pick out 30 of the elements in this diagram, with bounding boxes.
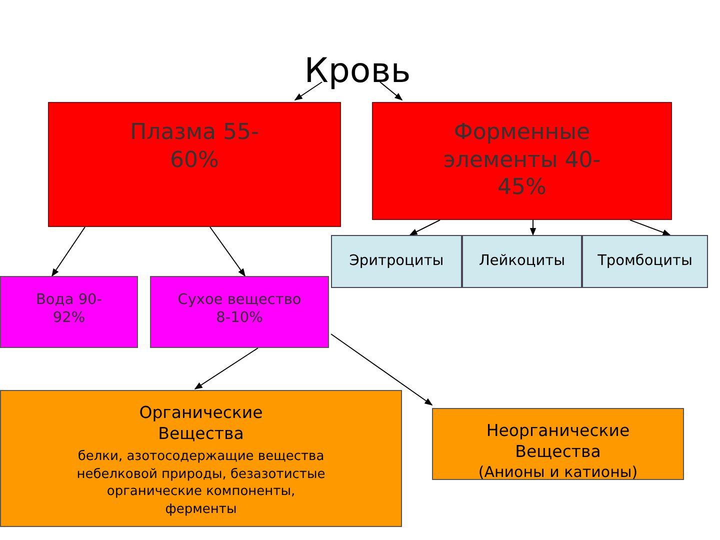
box-label: Эритроциты [348,252,445,270]
arrow [52,226,86,277]
arrow [409,220,440,236]
box-description: (Анионы и катионы) [477,462,639,482]
category-box [372,102,672,220]
component-box [0,276,138,348]
box-label: Лейкоциты [478,252,566,270]
substance-box [0,390,402,527]
arrow [294,82,322,100]
box-description: белки, азотосодержащие вещества небелковой природы, безазотистые органические компоненты, ферменты [76,448,326,518]
box-label: Органические Вещества [138,403,264,444]
arrow [630,220,671,236]
box-label: Тромбоциты [596,252,694,270]
arrow [380,82,403,100]
component-box [150,276,329,348]
box-label: Вода 90-92% [34,291,104,328]
box-label: Неорганические Вещества [485,421,631,462]
arrow [210,226,246,277]
arrow [530,220,536,236]
title-text: Кровь [303,50,412,92]
box-label: Сухое вещество 8-10% [176,291,302,328]
cell-type-box [582,235,708,288]
arrow [330,334,433,406]
substance-box [432,408,684,480]
box-label: Плазма 55-60% [130,119,260,174]
cell-type-box [331,235,462,288]
category-box [48,102,341,227]
arrow [194,348,258,390]
box-label: Форменные элементы 40-45% [442,119,602,202]
cell-type-box [462,235,582,288]
